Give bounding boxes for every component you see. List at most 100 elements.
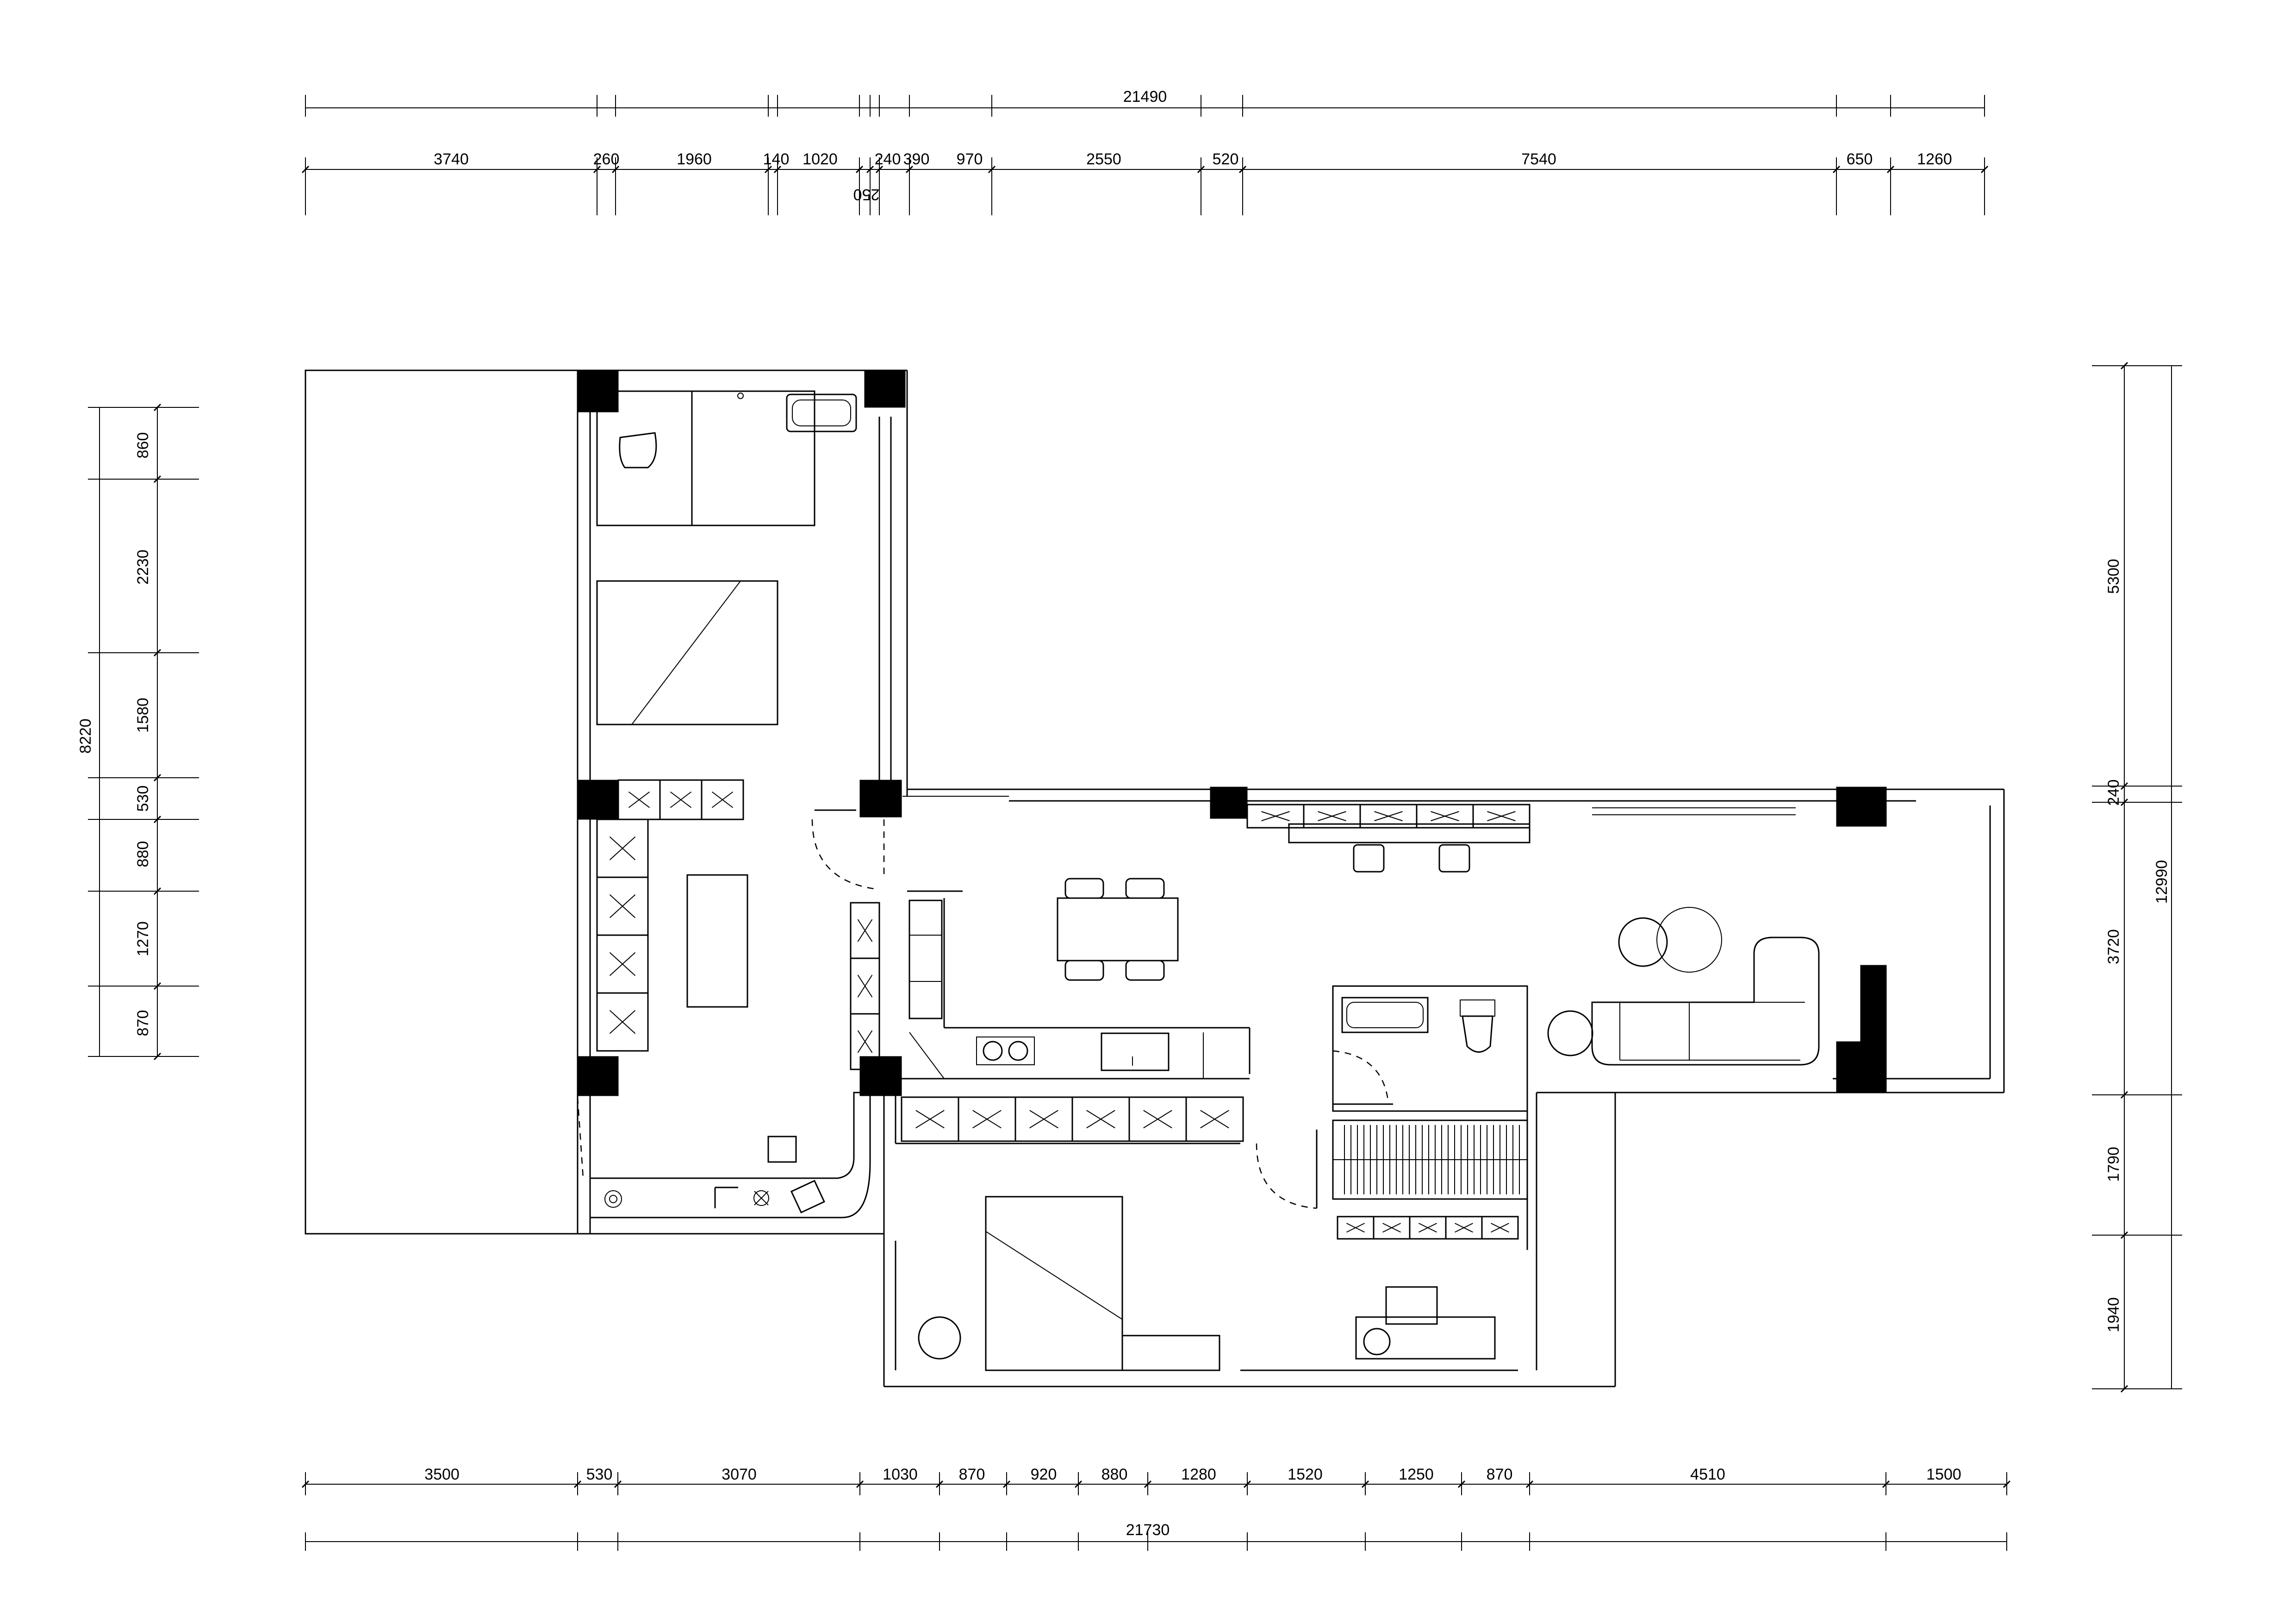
bar-stool-icon xyxy=(1438,844,1470,873)
bottom-dim-0: 3500 xyxy=(424,1466,460,1483)
bar-counter xyxy=(1288,823,1531,843)
top-dim-10: 520 xyxy=(1213,150,1239,168)
west-counter xyxy=(590,1092,871,1218)
cabinet xyxy=(850,1013,880,1070)
living-area xyxy=(1288,823,1820,1066)
cabinet-mark xyxy=(1382,1223,1401,1233)
left-dim-3: 530 xyxy=(134,786,152,812)
column xyxy=(577,780,619,820)
dim-tick xyxy=(1243,1480,1251,1488)
bottom-dim-4: 870 xyxy=(959,1466,985,1483)
cabinet-mark xyxy=(1374,811,1403,821)
cabinets xyxy=(596,779,1531,1240)
dim-tick xyxy=(1886,165,1895,174)
dim-tick xyxy=(2003,1480,2011,1488)
dim-tick xyxy=(875,165,884,174)
top-dim-5: 250 xyxy=(853,186,880,203)
dining-area xyxy=(908,878,1204,1079)
cabinet-mark xyxy=(857,974,873,998)
dim-tick xyxy=(153,649,162,657)
appliance-icon xyxy=(767,1136,797,1163)
cabinet-mark xyxy=(857,1030,873,1053)
top-dim-2: 1960 xyxy=(677,150,712,168)
dim-tick xyxy=(1238,165,1247,174)
bed-icon xyxy=(596,580,778,725)
right-dim-1: 240 xyxy=(2105,780,2122,806)
bar-stool-icon xyxy=(1353,844,1385,873)
chair-icon xyxy=(1125,960,1165,981)
top-dim-13: 1260 xyxy=(1917,150,1952,168)
dim-tick xyxy=(153,815,162,824)
chair-icon xyxy=(1064,878,1104,899)
cabinet-mark xyxy=(628,791,650,808)
top-dim-12: 650 xyxy=(1847,150,1873,168)
door-swing xyxy=(811,819,875,890)
cabinet-mark xyxy=(1029,1110,1058,1129)
door-swing xyxy=(1256,1143,1317,1209)
coffee-table-icon xyxy=(686,874,748,1008)
cabinet-mark xyxy=(1261,811,1290,821)
dim-tick xyxy=(1882,1480,1890,1488)
dim-tick xyxy=(614,1480,622,1488)
dim-tick xyxy=(153,774,162,782)
top-dim-9: 2550 xyxy=(1086,150,1121,168)
bed-icon xyxy=(985,1196,1123,1371)
bottom-dim-12: 1500 xyxy=(1926,1466,1961,1483)
top-dim-7: 390 xyxy=(903,150,930,168)
south-bathroom xyxy=(1332,997,1495,1105)
cabinet-mark xyxy=(972,1110,1002,1129)
dim-tick xyxy=(301,1480,310,1488)
bottom-dim-3: 1030 xyxy=(883,1466,918,1483)
dim-tick xyxy=(1832,165,1841,174)
dim-tick xyxy=(773,165,782,174)
toilet-icon xyxy=(1462,1015,1493,1053)
bottom-dim-9: 1250 xyxy=(1399,1466,1434,1483)
column xyxy=(1210,787,1248,819)
dim-tick xyxy=(2120,798,2128,806)
bottom-dim-8: 1520 xyxy=(1288,1466,1323,1483)
dim-tick xyxy=(153,1052,162,1061)
dim-tick xyxy=(866,165,874,174)
cabinet-mark xyxy=(915,1110,945,1129)
round-stool-icon xyxy=(1547,1010,1593,1056)
cabinet-mark xyxy=(1143,1110,1172,1129)
bottom-dim-6: 880 xyxy=(1101,1466,1128,1483)
bathtub-icon xyxy=(786,394,857,432)
cabinet-mark xyxy=(1431,811,1459,821)
cabinet xyxy=(1472,804,1531,829)
bathtub-icon xyxy=(1341,997,1429,1033)
column xyxy=(1860,965,1887,1054)
right-dim-0: 5300 xyxy=(2105,559,2122,594)
dim-tick xyxy=(1197,165,1205,174)
bottom-dim-7: 1280 xyxy=(1181,1466,1216,1483)
right-total-dim: 12990 xyxy=(2153,860,2171,904)
right-dim-2: 3720 xyxy=(2105,929,2122,964)
dim-tick xyxy=(301,165,310,174)
top-total-dim: 21490 xyxy=(1123,88,1167,106)
side-table-icon xyxy=(1618,917,1668,967)
dim-tick xyxy=(988,165,996,174)
top-dimensions: 21490 3740 260 1960 140 1020 250 240 390… xyxy=(301,88,1989,215)
bottom-total-dim: 21730 xyxy=(1126,1521,1170,1539)
toilet-icon xyxy=(619,432,657,468)
dim-tick xyxy=(1457,1480,1466,1488)
dim-tick xyxy=(1002,1480,1011,1488)
top-dim-8: 970 xyxy=(957,150,983,168)
left-dim-0: 860 xyxy=(134,432,152,459)
cabinet-mark xyxy=(609,894,636,918)
dim-tick xyxy=(593,165,601,174)
dim-tick xyxy=(573,1480,582,1488)
dim-tick xyxy=(1980,165,1989,174)
cabinet-mark xyxy=(1318,811,1346,821)
sink-icon xyxy=(753,1190,769,1206)
column xyxy=(859,1056,902,1096)
cooktop-burner-icon xyxy=(1008,1041,1028,1061)
right-dim-4: 1940 xyxy=(2105,1297,2122,1332)
dim-tick xyxy=(1074,1480,1083,1488)
north-bathroom xyxy=(596,390,857,526)
top-dim-4: 1020 xyxy=(803,150,838,168)
dim-tick xyxy=(2120,1385,2128,1393)
cabinet-mark xyxy=(609,836,636,861)
dining-table-icon xyxy=(1057,897,1179,962)
